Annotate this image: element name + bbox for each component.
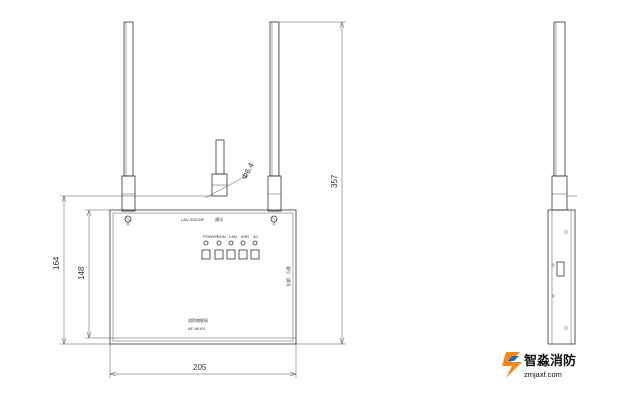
button-row <box>201 249 260 260</box>
panel-button <box>250 249 260 260</box>
panel-button <box>226 249 236 260</box>
model-suffix: 通讯 <box>215 216 223 222</box>
panel-button <box>214 249 224 260</box>
led-icon <box>228 240 234 246</box>
dim-inner-height: 148 <box>77 209 110 339</box>
panel-button <box>238 249 248 260</box>
brand-label: 消防物联网 <box>188 317 208 323</box>
dim-164: 164 <box>52 256 61 270</box>
side-label-1: 复位 <box>286 266 292 274</box>
cable-gland <box>211 139 228 197</box>
side-antenna <box>553 21 566 177</box>
led-icon <box>216 240 222 246</box>
brand-code: AF-WU01 <box>188 326 206 331</box>
led-icon <box>252 240 258 246</box>
enclosure <box>109 209 297 345</box>
led-label-lan: LAN <box>229 234 237 239</box>
flame-logo-icon <box>502 352 522 378</box>
model-label: LAU-300-WF <box>181 217 205 222</box>
watermark-name: 智淼消防 <box>524 353 576 369</box>
dim-357: 357 <box>330 174 339 188</box>
diameter-label: Φ6.4 <box>240 161 256 181</box>
watermark-url: zmjaxf.com <box>524 370 562 379</box>
led-label-wifi: WiFi <box>241 234 249 239</box>
dim-overall-height: 357 <box>280 21 346 345</box>
dim-205: 205 <box>193 363 207 372</box>
panel-button <box>201 249 211 260</box>
dim-width: 205 <box>109 344 297 378</box>
screw-icon <box>124 215 132 223</box>
led-labels: POWER RUN LAN WiFi 4G <box>203 234 258 239</box>
diameter-leader <box>204 174 249 199</box>
led-label-power: POWER <box>203 234 218 239</box>
side-port <box>556 261 565 277</box>
dim-body-height: 164 <box>52 195 212 345</box>
led-label-run: RUN <box>217 234 226 239</box>
right-antenna <box>267 21 282 212</box>
dim-148: 148 <box>77 266 86 280</box>
led-icon <box>240 240 246 246</box>
led-label-4g: 4G <box>253 234 258 239</box>
left-antenna <box>121 21 136 212</box>
led-indicators <box>203 240 258 246</box>
side-view <box>547 21 577 345</box>
led-icon <box>203 240 209 246</box>
front-view: Φ6.4 LAU-300-WF 通讯 POWER RUN LAN WiFi 4G <box>52 21 346 378</box>
screw-icon <box>270 215 278 223</box>
side-enclosure <box>547 209 576 345</box>
side-label-2: 通讯 <box>286 278 292 286</box>
watermark-logo: 智淼消防 zmjaxf.com <box>502 352 576 379</box>
